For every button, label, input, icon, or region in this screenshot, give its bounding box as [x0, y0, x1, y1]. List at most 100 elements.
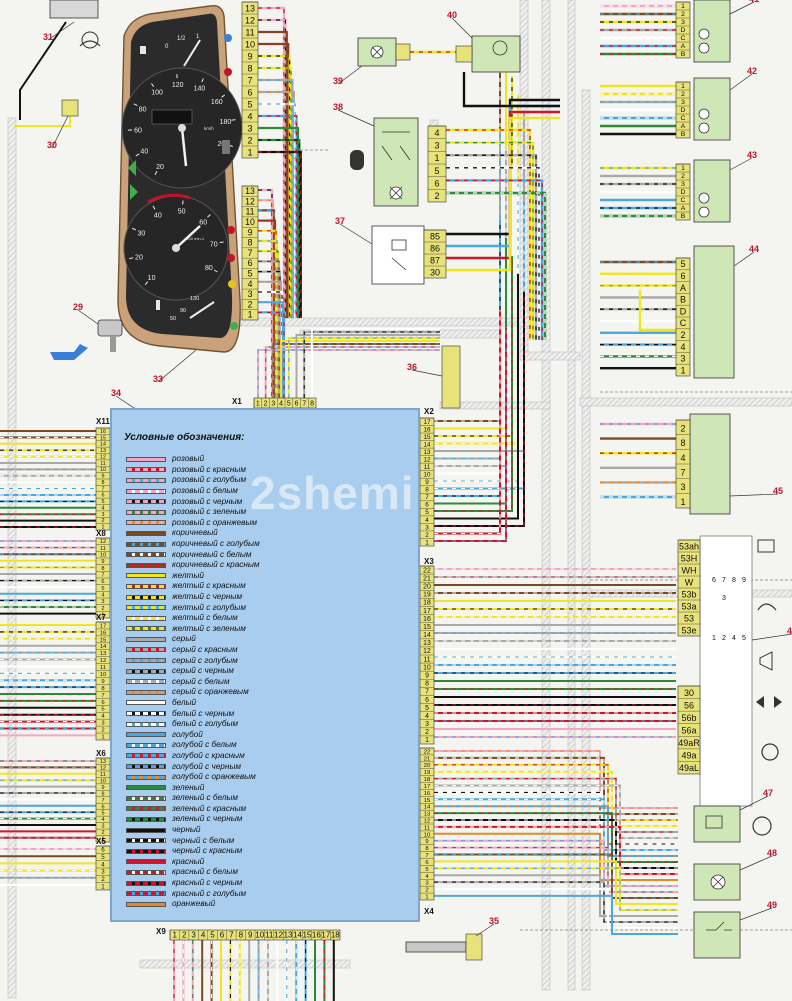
legend-item: оранжевый [126, 899, 260, 910]
pin-label: 14 [423, 441, 431, 448]
legend-swatch [126, 827, 166, 833]
legend-label: черный [172, 825, 201, 835]
thermometer-icon [156, 300, 160, 310]
pin-label: 6 [295, 401, 299, 408]
pin-label: 5 [101, 586, 104, 592]
pin-label: 3 [101, 869, 105, 876]
pin-label: 2 [101, 606, 104, 612]
component-29-oil-pressure-sensor [50, 319, 123, 360]
pin-label: 15 [423, 434, 431, 441]
legend-swatch [126, 552, 166, 558]
gauge-tick [132, 227, 137, 231]
pin-label: 7 [229, 931, 234, 940]
pin-label: B [681, 131, 686, 138]
pin-label: 1 [680, 497, 685, 507]
legend-swatch [126, 594, 166, 600]
pin-label: 2 [425, 888, 428, 894]
callout-number: 37 [335, 216, 345, 226]
component-31-washer-pump [49, 0, 101, 49]
legend-title: Условные обозначения: [124, 432, 245, 443]
legend-swatch [126, 753, 166, 759]
wire-stripe [258, 55, 291, 318]
pin-label: 9 [425, 839, 428, 845]
pin-label: 15 [100, 637, 107, 643]
gauge-tick [201, 78, 204, 83]
pin-label: 11 [100, 772, 106, 778]
pin-label: 6 [680, 271, 685, 281]
pin-label: 11 [245, 207, 254, 217]
pin-label: 10 [255, 931, 264, 940]
legend-item: голубой с красным [126, 751, 260, 762]
wire [280, 340, 440, 398]
legend-swatch [126, 530, 166, 536]
pin-label: WH [682, 565, 697, 575]
fuel-gauge: 0 1/2 1 [140, 34, 201, 67]
pin-label: 4 [680, 453, 685, 463]
pin-label: 8 [248, 238, 253, 248]
legend-item: белый [126, 698, 260, 709]
washer-icon [757, 603, 777, 611]
pin-label: 2 [101, 830, 104, 836]
pin-label: 9 [101, 785, 104, 791]
wire-stripe [258, 270, 281, 398]
legend-label: розовый с зеленым [172, 507, 247, 517]
gauge-tick-label: 60 [134, 128, 142, 135]
pin-label: 8 [101, 480, 104, 486]
legend-label: розовый с черным [172, 496, 243, 506]
pin-label: B [681, 213, 686, 220]
connector-label: X8 [96, 529, 106, 538]
gauge-tick-label: 60 [199, 219, 207, 226]
callout-number: 45 [773, 486, 783, 496]
fuel-gauge-half-label: 1/2 [177, 36, 186, 42]
pin-label: 1 [425, 737, 429, 744]
pin-label: 86 [430, 243, 440, 253]
legend-label: белый с черным [172, 708, 235, 718]
legend-label: голубой с черным [172, 761, 241, 771]
gauge-tick-label: 10 [148, 275, 156, 282]
pin-label: 7 [425, 689, 429, 696]
pin-label: 21 [424, 756, 431, 762]
legend-label: зеленый с белым [172, 793, 239, 803]
legend-swatch [126, 859, 166, 865]
switch-position-label: 1 [712, 635, 716, 642]
relay-lamp-icon [698, 108, 710, 120]
wire [264, 346, 440, 398]
legend-label: красный [172, 856, 205, 866]
pin-label: 8 [425, 487, 429, 494]
connector-label: X7 [96, 613, 106, 622]
relay-lamp-icon [698, 192, 710, 204]
pin-label: 6 [425, 697, 429, 704]
fuel-pump-icon [140, 46, 146, 54]
pin-label: 11 [424, 825, 430, 831]
wire-stripe [434, 840, 678, 887]
pin-label: 4 [680, 342, 685, 352]
component-48-lamp [693, 863, 741, 901]
pin-label: 11 [100, 461, 106, 467]
pin-label: 5 [101, 811, 104, 817]
connector-label: X6 [96, 749, 106, 758]
pin-label: 4 [201, 931, 206, 940]
pin-label: 49aL [679, 763, 699, 773]
pin-label: 13 [245, 3, 255, 13]
legend-item: белый с черным [126, 708, 260, 719]
pin-label: 19 [424, 770, 431, 776]
legend-item: розовый с оранжевым [126, 518, 260, 529]
legend-item: голубой с черным [126, 761, 260, 772]
wire-stripe [434, 784, 678, 839]
legend-swatch [126, 816, 166, 822]
legend-label: красный с белым [172, 867, 238, 877]
pin-label: A [681, 123, 686, 130]
oil-pressure-warning-icon [227, 254, 235, 262]
wire-stripe [257, 349, 440, 398]
wire-stripe [258, 240, 278, 398]
component-36-connector [441, 345, 461, 409]
